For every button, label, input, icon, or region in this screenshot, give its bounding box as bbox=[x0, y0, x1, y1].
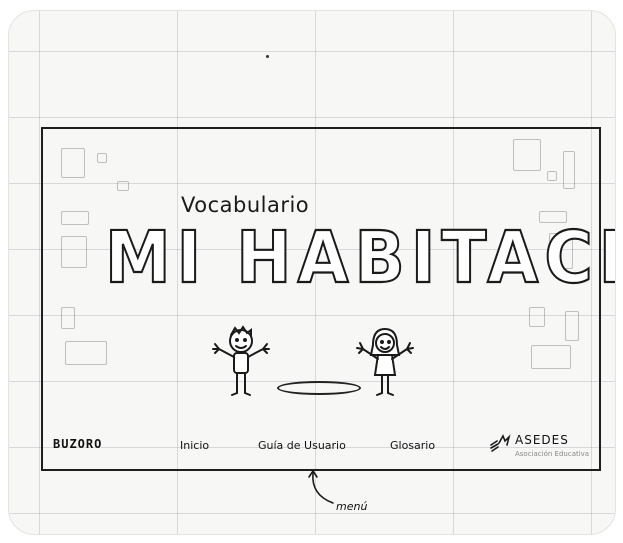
main-menu: BUZORO Inicio Guía de Usuario Glosario A… bbox=[41, 429, 601, 463]
girl-character-icon bbox=[356, 327, 414, 396]
boy-character-icon bbox=[212, 325, 270, 396]
sketch-box bbox=[529, 307, 545, 327]
sketch-box bbox=[513, 139, 541, 171]
menu-item-inicio[interactable]: Inicio bbox=[180, 439, 210, 452]
partner-subtitle: Asociación Educativa bbox=[515, 450, 590, 458]
sketch-box bbox=[547, 171, 557, 181]
sketch-box bbox=[539, 211, 567, 223]
sketch-box bbox=[549, 233, 573, 269]
sketch-box bbox=[117, 181, 129, 191]
annotation-label: menú bbox=[336, 500, 368, 513]
sketch-box bbox=[61, 307, 75, 329]
partner-logo[interactable]: ASEDES Asociación Educativa bbox=[489, 429, 599, 463]
sketch-box bbox=[565, 311, 579, 341]
rug-shape bbox=[277, 381, 361, 395]
hands-logo-icon bbox=[490, 434, 511, 452]
sketch-paper: Vocabulario Mi Habitación bbox=[8, 10, 616, 535]
sketch-box bbox=[563, 151, 575, 189]
sketch-box bbox=[61, 211, 89, 225]
sketch-box bbox=[531, 345, 571, 369]
annotation-arrow-icon bbox=[308, 469, 334, 504]
brand-logo[interactable]: BUZORO bbox=[53, 437, 103, 451]
page-title: Mi Habitación bbox=[104, 215, 615, 300]
ink-dot bbox=[266, 55, 269, 58]
menu-item-glosario[interactable]: Glosario bbox=[390, 439, 436, 452]
menu-item-guia[interactable]: Guía de Usuario bbox=[258, 439, 346, 452]
page-subtitle: Vocabulario bbox=[181, 193, 310, 217]
sketch-box bbox=[97, 153, 107, 163]
partner-name: ASEDES bbox=[515, 433, 569, 447]
screen-frame bbox=[41, 127, 601, 471]
sketch-box bbox=[61, 236, 87, 268]
sketch-box bbox=[65, 341, 107, 365]
sketch-box bbox=[61, 148, 85, 178]
